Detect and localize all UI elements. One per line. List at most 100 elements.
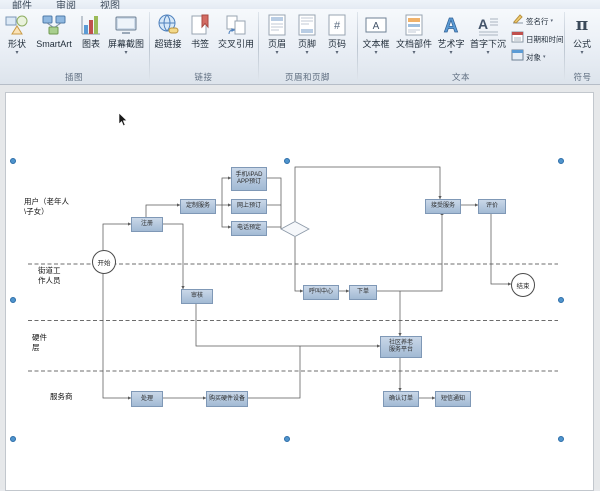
- lane-label-staff[interactable]: 街道工 作人员: [38, 266, 61, 286]
- node-web-booking[interactable]: 网上预订: [231, 199, 267, 214]
- svg-text:A: A: [373, 21, 380, 32]
- date-time-icon: [511, 30, 524, 48]
- node-start[interactable]: 开始: [92, 250, 116, 274]
- canvas-handle[interactable]: [558, 158, 564, 164]
- footer-icon: [295, 11, 319, 39]
- canvas-handle[interactable]: [284, 158, 290, 164]
- node-evaluate[interactable]: 评价: [478, 199, 506, 214]
- page-number-icon: #: [325, 11, 349, 39]
- lane-label-hardware[interactable]: 硬件 层: [32, 333, 47, 353]
- node-custom-service[interactable]: 定制服务: [180, 199, 216, 214]
- smartart-button[interactable]: SmartArt: [32, 11, 76, 71]
- canvas-handle[interactable]: [284, 436, 290, 442]
- button-label: 对象: [526, 52, 541, 62]
- node-confirm-order[interactable]: 确认订单: [383, 391, 419, 407]
- canvas-handle[interactable]: [10, 297, 16, 303]
- group-separator: [149, 12, 150, 81]
- button-label: 文本框: [362, 39, 390, 49]
- object-button[interactable]: 对象 ▾: [510, 48, 562, 66]
- svg-text:A: A: [478, 16, 488, 32]
- node-platform[interactable]: 社区养老 服务平台: [380, 336, 422, 358]
- node-call-center[interactable]: 呼叫中心: [303, 285, 339, 300]
- text-box-button[interactable]: A 文本框 ▾: [360, 11, 392, 71]
- node-review[interactable]: 审核: [181, 289, 213, 304]
- canvas-handle[interactable]: [10, 158, 16, 164]
- wordart-button[interactable]: A 艺术字 ▾: [436, 11, 466, 71]
- dropdown-arrow-icon: ▾: [580, 50, 584, 56]
- ribbon-group-text: A 文本框 ▾ 文档部件 ▾ A 艺术字 ▾ A 首字下沉 ▾: [358, 9, 564, 84]
- lane-label-user[interactable]: 用户（老年人 \子女）: [24, 197, 69, 217]
- shapes-button[interactable]: 形状 ▾: [2, 11, 32, 71]
- quick-parts-icon: [402, 11, 426, 39]
- lane-label-provider[interactable]: 服务商: [50, 392, 73, 401]
- ribbon-group-links: 超链接 书签 交叉引用 链接: [150, 9, 257, 84]
- node-sms-notify[interactable]: 短信通知: [435, 391, 471, 407]
- button-label: 日期和时间: [526, 34, 564, 44]
- button-label: 交叉引用: [217, 39, 254, 49]
- ribbon-insert: 形状 ▾ SmartArt 图表 屏幕截图 ▾ 插图: [0, 9, 600, 85]
- tab-mailings[interactable]: 邮件: [12, 1, 32, 10]
- bookmark-icon: [188, 11, 212, 39]
- footer-button[interactable]: 页脚 ▾: [293, 11, 321, 71]
- node-place-order[interactable]: 下单: [349, 285, 377, 300]
- tab-review[interactable]: 审阅: [56, 1, 76, 10]
- button-label: SmartArt: [36, 39, 72, 49]
- group-label-illustrations: 插图: [64, 72, 83, 82]
- dropdown-arrow-icon: ▾: [550, 18, 554, 24]
- button-label: 超链接: [154, 39, 182, 49]
- hyperlink-button[interactable]: 超链接: [152, 11, 184, 71]
- text-box-icon: A: [364, 11, 388, 39]
- node-end[interactable]: 结束: [511, 273, 535, 297]
- object-icon: [511, 48, 524, 66]
- cross-reference-icon: [224, 11, 248, 39]
- hyperlink-icon: [156, 11, 180, 39]
- signature-line-button[interactable]: 签名行 ▾: [510, 12, 562, 30]
- equation-button[interactable]: π 公式 ▾: [566, 11, 598, 71]
- canvas-handle[interactable]: [558, 297, 564, 303]
- date-time-button[interactable]: 日期和时间: [510, 30, 564, 48]
- node-app-booking[interactable]: 手机/iPAD APP预订: [231, 167, 267, 191]
- canvas-handle[interactable]: [558, 436, 564, 442]
- button-label: 页眉: [267, 39, 286, 49]
- dropdown-arrow-icon: ▾: [374, 50, 378, 56]
- button-label: 页脚: [297, 39, 316, 49]
- button-label: 书签: [190, 39, 209, 49]
- node-receive-service[interactable]: 接受服务: [425, 199, 461, 214]
- node-phone-booking[interactable]: 电话预定: [231, 221, 267, 236]
- page-number-button[interactable]: # 页码 ▾: [323, 11, 351, 71]
- quick-parts-button[interactable]: 文档部件 ▾: [393, 11, 435, 71]
- dropdown-arrow-icon: ▾: [543, 54, 546, 60]
- ribbon-group-symbols: π 公式 ▾ 符号: [565, 9, 600, 84]
- canvas-handle[interactable]: [10, 436, 16, 442]
- header-button[interactable]: 页眉 ▾: [263, 11, 291, 71]
- drop-cap-button[interactable]: A 首字下沉 ▾: [467, 11, 509, 71]
- document-page[interactable]: [5, 92, 594, 491]
- wordart-icon: A: [439, 11, 463, 39]
- ribbon-group-illustrations: 形状 ▾ SmartArt 图表 屏幕截图 ▾ 插图: [0, 9, 148, 84]
- dropdown-arrow-icon: ▾: [124, 50, 128, 56]
- group-separator: [258, 12, 259, 81]
- svg-text:#: #: [334, 20, 341, 32]
- button-label: 页码: [327, 39, 346, 49]
- chart-icon: [79, 11, 103, 39]
- screenshot-icon: [114, 11, 138, 39]
- dropdown-arrow-icon: ▾: [15, 50, 19, 56]
- svg-text:A: A: [444, 15, 458, 37]
- node-process[interactable]: 处理: [131, 391, 163, 407]
- chart-button[interactable]: 图表: [76, 11, 106, 71]
- dropdown-arrow-icon: ▾: [305, 50, 309, 56]
- cross-reference-button[interactable]: 交叉引用: [216, 11, 256, 71]
- group-label-text: 文本: [451, 72, 470, 82]
- node-buy-hardware[interactable]: 购买硬件设备: [206, 391, 248, 407]
- dropdown-arrow-icon: ▾: [335, 50, 339, 56]
- bookmark-button[interactable]: 书签: [186, 11, 214, 71]
- dropdown-arrow-icon: ▾: [275, 50, 279, 56]
- signature-line-icon: [511, 12, 524, 30]
- equation-pi-icon: π: [575, 15, 589, 35]
- tab-view[interactable]: 视图: [100, 1, 120, 10]
- ribbon-group-header-footer: 页眉 ▾ 页脚 ▾ # 页码 ▾ 页眉和页脚: [259, 9, 356, 84]
- screenshot-button[interactable]: 屏幕截图 ▾: [106, 11, 146, 71]
- button-label: 文档部件: [395, 39, 432, 49]
- node-register[interactable]: 注册: [131, 217, 163, 232]
- group-label-links: 链接: [194, 72, 213, 82]
